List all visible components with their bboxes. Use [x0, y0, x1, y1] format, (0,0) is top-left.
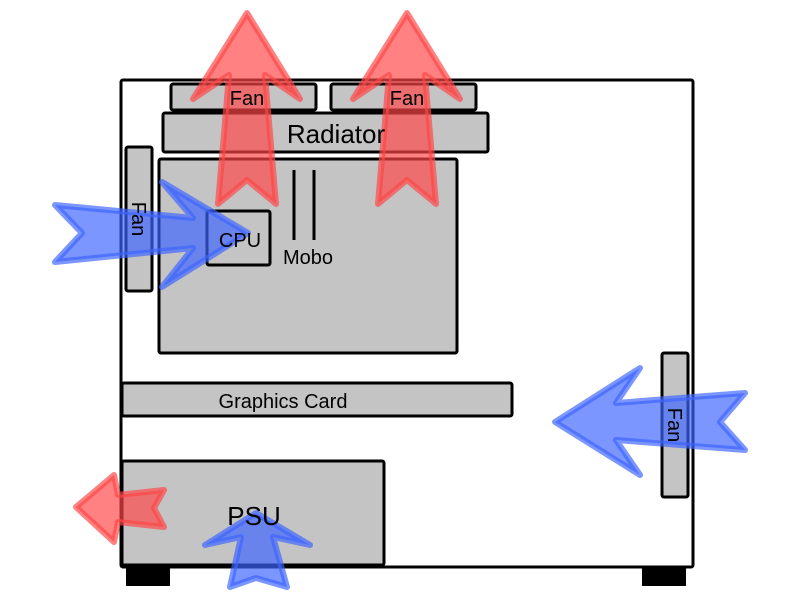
- mobo-label: Mobo: [283, 247, 333, 269]
- psu-label: PSU: [227, 501, 280, 531]
- radiator-label: Radiator: [287, 119, 386, 149]
- case-foot-right: [642, 568, 686, 586]
- graphics-card-label: Graphics Card: [219, 391, 348, 413]
- intake-arrow-psu: [202, 510, 313, 590]
- top-fan-right-label: Fan: [390, 88, 424, 110]
- top-fan-left-label: Fan: [230, 88, 264, 110]
- right-fan-label: Fan: [663, 408, 685, 442]
- exhaust-arrow-up-left: [190, 10, 303, 207]
- exhaust-arrow-psu: [73, 472, 167, 545]
- intake-arrow-right-fan: [552, 365, 748, 478]
- motherboard: [157, 157, 459, 355]
- left-fan-label: Fan: [127, 202, 149, 236]
- exhaust-arrow-up-right: [350, 10, 463, 207]
- case-foot-left: [126, 568, 170, 586]
- graphics-card: [120, 381, 514, 418]
- intake-arrow-left-fan: [52, 179, 251, 290]
- cpu-label: CPU: [219, 230, 261, 252]
